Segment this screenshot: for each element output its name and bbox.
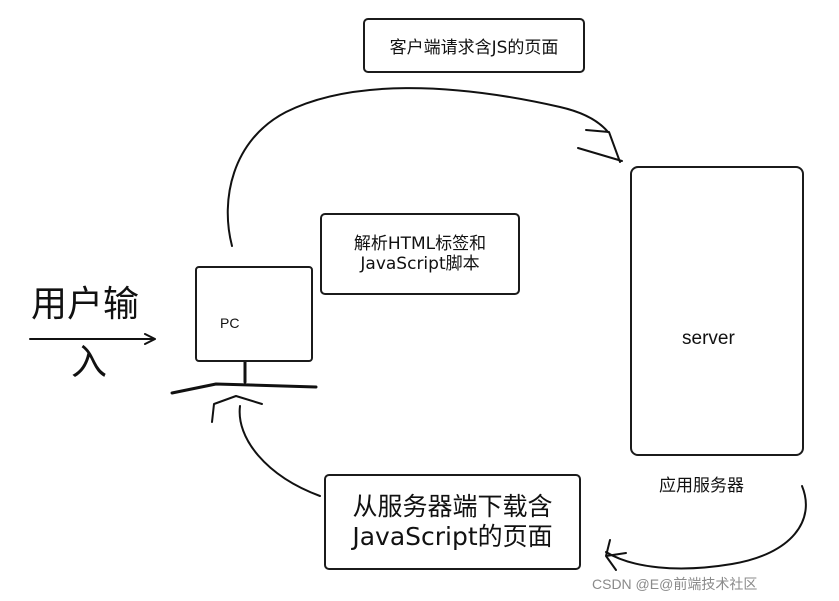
parse-label-box: 解析HTML标签和 JavaScript脚本 <box>320 213 520 295</box>
pc-stand <box>170 359 318 395</box>
server-label: server <box>682 328 735 349</box>
response-arrow-head <box>605 539 627 571</box>
request-label-box: 客户端请求含JS的页面 <box>363 18 585 73</box>
left-arrow-curve <box>238 405 321 497</box>
request-arrow-curve <box>226 87 609 247</box>
request-arrow-head <box>577 129 623 163</box>
user-input-line-2: 入 <box>71 342 108 383</box>
parse-label-line-2: JavaScript脚本 <box>360 254 480 274</box>
download-label-box: 从服务器端下载含 JavaScript的页面 <box>324 474 581 570</box>
download-label-line-1: 从服务器端下载含 <box>352 492 553 521</box>
parse-label-line-1: 解析HTML标签和 <box>353 233 487 254</box>
download-label-line-2: JavaScript的页面 <box>352 522 553 551</box>
server-box <box>630 166 804 456</box>
pc-label: PC <box>220 315 240 331</box>
left-arrow-head <box>211 395 263 423</box>
user-input-line-1: 用户输 <box>31 284 140 325</box>
watermark-text: CSDN @E@前端技术社区 <box>592 576 758 592</box>
app-server-label: 应用服务器 <box>659 476 744 496</box>
request-label-text: 客户端请求含JS的页面 <box>389 38 559 58</box>
response-arrow-curve <box>605 485 807 570</box>
user-input-arrow <box>29 333 156 345</box>
pc-box <box>195 266 313 362</box>
